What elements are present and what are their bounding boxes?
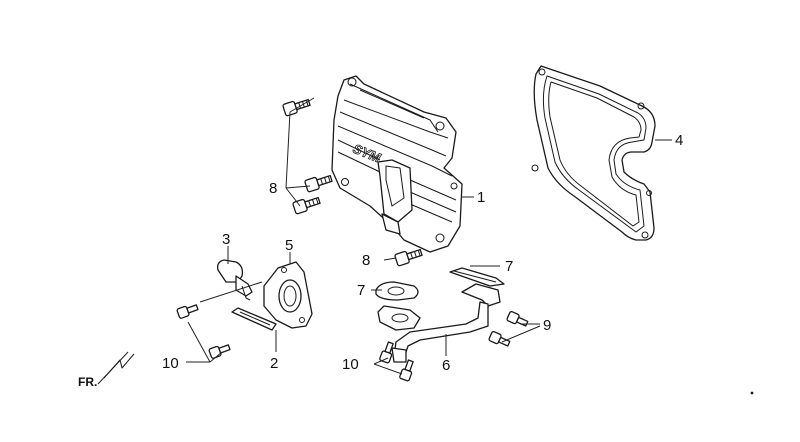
callout-7-upper: 7 xyxy=(505,258,513,275)
leader-lines xyxy=(186,97,672,375)
callout-9: 9 xyxy=(543,317,551,334)
front-direction-indicator: FR. xyxy=(78,351,135,389)
callout-4: 4 xyxy=(675,132,683,149)
bolt-9-lower xyxy=(488,330,511,347)
callout-6: 6 xyxy=(442,357,450,374)
callout-10-right: 10 xyxy=(342,356,359,373)
callout-10-left: 10 xyxy=(162,355,179,372)
valve-housing xyxy=(263,261,313,329)
callout-1: 1 xyxy=(477,189,485,206)
corner-dot xyxy=(750,391,754,395)
front-label: FR. xyxy=(78,375,97,389)
callout-3: 3 xyxy=(222,231,230,248)
cover-gasket xyxy=(531,65,656,241)
pipe-gasket-upper xyxy=(449,267,505,287)
bolt-8-front xyxy=(394,248,423,267)
reed-plate xyxy=(231,307,277,331)
bolt-9-upper xyxy=(506,310,529,327)
bolt-8-top xyxy=(282,98,311,117)
bolt-10-pipe-a xyxy=(379,341,394,364)
bolt-10-left-a xyxy=(176,304,199,319)
callout-5: 5 xyxy=(285,237,293,254)
callout-8-lower: 8 xyxy=(362,252,370,269)
bolt-8-mid xyxy=(304,174,333,193)
cylinder-head-cover: SYM xyxy=(331,75,463,253)
callout-labels: 1 2 3 4 5 6 7 7 8 8 9 10 10 xyxy=(162,132,683,374)
callout-7-lower: 7 xyxy=(357,282,365,299)
callout-2: 2 xyxy=(270,355,278,372)
callout-8-upper: 8 xyxy=(269,180,277,197)
bolt-10-left-b xyxy=(208,344,231,359)
reed-valve-part xyxy=(216,259,253,301)
breather-pipe xyxy=(377,283,501,363)
bolt-8-low xyxy=(292,196,321,215)
pipe-gasket-lower xyxy=(375,281,419,301)
bolt-10-pipe-b xyxy=(399,359,414,382)
